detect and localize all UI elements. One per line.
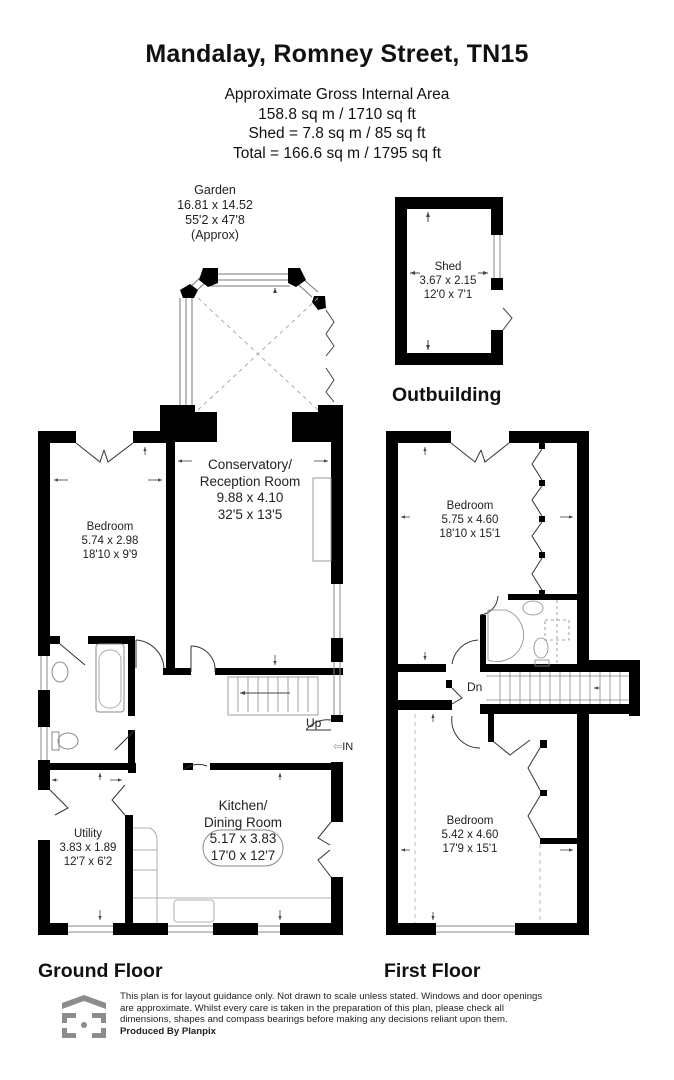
garden-label: Garden 16.81 x 14.52 55'2 x 47'8 (Approx… (150, 183, 280, 243)
room-metric: 5.17 x 3.83 (209, 831, 277, 846)
entrance-text: IN (342, 741, 354, 753)
planpix-logo-icon (62, 995, 106, 1038)
room-label-conservatory: Conservatory/ Reception Room 9.88 x 4.10… (190, 457, 310, 523)
room-name-line2: Reception Room (199, 473, 301, 489)
room-name-line1: Conservatory/ (207, 457, 293, 472)
area-heading: Approximate Gross Internal Area (224, 86, 450, 103)
shed-label: Shed 3.67 x 2.15 12'0 x 7'1 (405, 260, 491, 302)
room-metric: 3.83 x 1.89 (59, 842, 117, 854)
room-name: Bedroom (86, 521, 134, 533)
garden-note: (Approx) (191, 228, 239, 242)
room-name-line1: Kitchen/ (218, 798, 268, 813)
room-metric: 9.88 x 4.10 (216, 490, 284, 505)
room-name: Utility (73, 828, 103, 840)
ground-floor-plan (38, 431, 343, 935)
shed-metric: 3.67 x 2.15 (419, 275, 477, 287)
shed-name: Shed (434, 261, 462, 273)
producer-credit: Produced By Planpix (120, 1026, 216, 1038)
shed-structure (395, 197, 513, 365)
room-metric: 5.42 x 4.60 (441, 829, 499, 841)
room-label-kitchen: Kitchen/ Dining Room 5.17 x 3.83 17'0 x … (193, 798, 293, 864)
room-imperial: 17'0 x 12'7 (210, 847, 276, 863)
room-name-line2: Dining Room (203, 814, 283, 830)
room-name: Bedroom (446, 500, 494, 512)
stairs-up-label: Up (306, 716, 322, 730)
room-label-utility: Utility 3.83 x 1.89 12'7 x 6'2 (50, 827, 126, 869)
room-label-bedroom-first-1: Bedroom 5.75 x 4.60 18'10 x 15'1 (410, 499, 530, 541)
disclaimer: This plan is for layout guidance only. N… (120, 991, 590, 1038)
room-imperial: 18'10 x 15'1 (439, 528, 501, 540)
entrance-label: ⇦IN (333, 740, 353, 753)
disclaimer-line-2: are approximate. Whilst every care is ta… (120, 1002, 504, 1014)
room-label-bedroom-first-2: Bedroom 5.42 x 4.60 17'9 x 15'1 (410, 814, 530, 856)
stairs-down-label: Dn (467, 680, 483, 694)
area-shed: Shed = 7.8 sq m / 85 sq ft (248, 125, 426, 142)
room-imperial: 32'5 x 13'5 (217, 506, 283, 522)
garden-name: Garden (194, 183, 236, 197)
first-floor-title: First Floor (384, 960, 481, 982)
area-main: 158.8 sq m / 1710 sq ft (258, 105, 416, 123)
room-metric: 5.75 x 4.60 (441, 514, 499, 526)
page-title: Mandalay, Romney Street, TN15 (145, 40, 529, 68)
shed-imperial: 12'0 x 7'1 (423, 289, 473, 301)
area-total: Total = 166.6 sq m / 1795 sq ft (232, 144, 442, 162)
outbuilding-title: Outbuilding (392, 384, 502, 406)
disclaimer-line-1: This plan is for layout guidance only. N… (120, 991, 543, 1002)
garden-metric: 16.81 x 14.52 (177, 198, 253, 212)
conservatory-bay (160, 268, 343, 442)
first-floor-plan (386, 431, 640, 935)
room-metric: 5.74 x 2.98 (81, 535, 139, 547)
room-label-bedroom-ground: Bedroom 5.74 x 2.98 18'10 x 9'9 (60, 520, 160, 562)
room-imperial: 17'9 x 15'1 (442, 843, 498, 855)
room-imperial: 18'10 x 9'9 (82, 549, 138, 561)
ground-floor-title: Ground Floor (38, 960, 163, 982)
entrance-arrow-icon: ⇦ (333, 741, 343, 753)
area-summary: Approximate Gross Internal Area 158.8 sq… (0, 85, 674, 163)
room-name: Bedroom (446, 815, 494, 827)
disclaimer-line-3: dimensions, shapes and compass bearings … (120, 1014, 508, 1026)
garden-imperial: 55'2 x 47'8 (185, 213, 245, 227)
room-imperial: 12'7 x 6'2 (63, 856, 113, 868)
